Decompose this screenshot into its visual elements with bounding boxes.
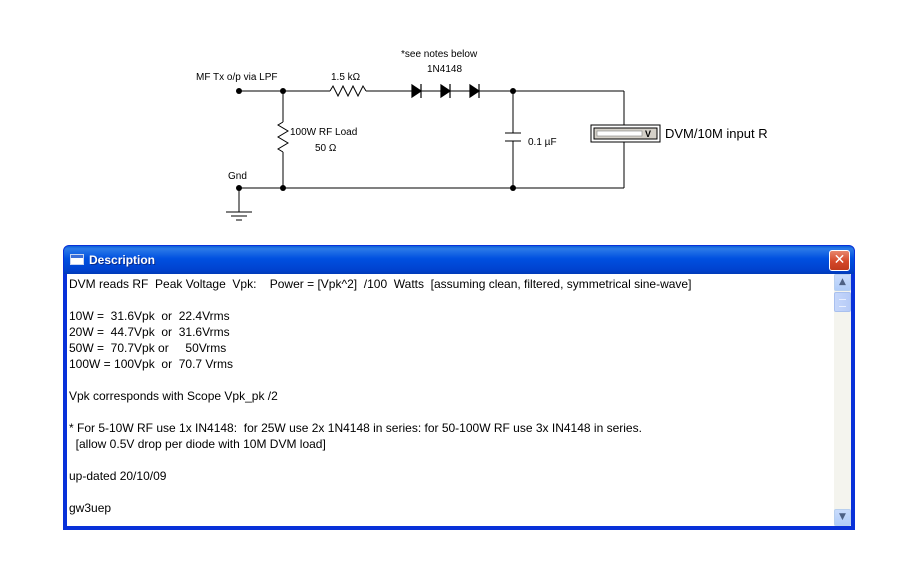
scroll-down-button[interactable]: ▼	[834, 509, 851, 526]
text-line: 10W = 31.6Vpk or 22.4Vrms	[69, 309, 230, 323]
gnd-label: Gnd	[228, 171, 247, 182]
capacitor-label: 0.1 µF	[528, 137, 557, 148]
text-line: 50W = 70.7Vpk or 50Vrms	[69, 341, 227, 355]
load-value: 50 Ω	[315, 143, 337, 154]
text-line: DVM reads RF Peak Voltage Vpk: Power = […	[69, 277, 692, 291]
text-line	[69, 404, 833, 420]
window-content: DVM reads RF Peak Voltage Vpk: Power = […	[67, 274, 851, 526]
text-line: Vpk corresponds with Scope Vpk_pk /2	[69, 389, 278, 403]
text-line: [allow 0.5V drop per diode with 10M DVM …	[69, 437, 326, 451]
meter-unit: V	[645, 129, 651, 139]
title-bar[interactable]: Description ✕	[64, 246, 854, 274]
close-button[interactable]: ✕	[829, 250, 850, 271]
text-line	[69, 372, 833, 388]
window-icon	[70, 254, 84, 265]
circuit-schematic: V MF Tx o/p via LPF *see notes below 1N4…	[196, 49, 768, 221]
input-label: MF Tx o/p via LPF	[196, 72, 278, 83]
text-line	[69, 292, 833, 308]
resistor-label: 1.5 kΩ	[331, 72, 361, 83]
text-line: 20W = 44.7Vpk or 31.6Vrms	[69, 325, 230, 339]
load-label: 100W RF Load	[290, 127, 357, 138]
description-text-area[interactable]: DVM reads RF Peak Voltage Vpk: Power = […	[69, 276, 833, 526]
meter-label: DVM/10M input R	[665, 126, 768, 141]
description-window: Description ✕ DVM reads RF Peak Voltage …	[63, 245, 855, 530]
window-title: Description	[89, 253, 156, 267]
diode-label: 1N4148	[427, 64, 462, 75]
text-line: up-dated 20/10/09	[69, 469, 167, 483]
dvm-meter: V	[590, 124, 661, 143]
scroll-thumb[interactable]	[834, 292, 851, 312]
text-line	[69, 484, 833, 500]
scroll-up-button[interactable]: ▲	[834, 274, 851, 291]
text-line: 100W = 100Vpk or 70.7 Vrms	[69, 357, 233, 371]
text-line	[69, 452, 833, 468]
vertical-scrollbar[interactable]: ▲ ▼	[834, 274, 851, 526]
text-line: gw3uep	[69, 501, 112, 515]
text-line: * For 5-10W RF use 1x IN4148: for 25W us…	[69, 421, 642, 435]
notes-label: *see notes below	[401, 49, 478, 60]
